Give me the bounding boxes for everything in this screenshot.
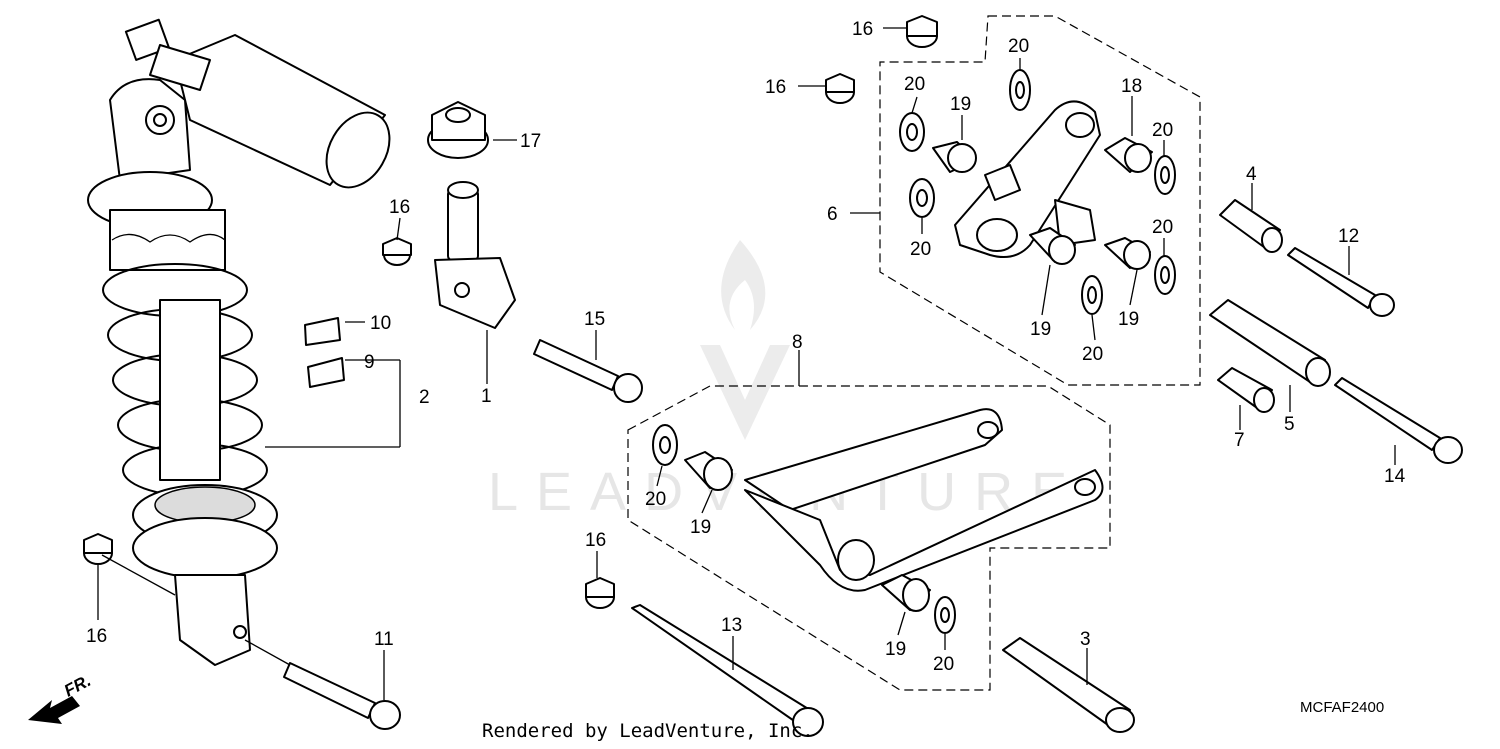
label-19-e: 19 (885, 639, 906, 660)
label-20-f: 20 (1082, 344, 1103, 365)
label-7: 7 (1234, 430, 1245, 451)
shock-absorber (87, 18, 391, 666)
front-label: FR. (61, 671, 94, 701)
pipe-3 (1002, 637, 1135, 733)
front-arrow-icon (28, 696, 80, 724)
collar-4 (1219, 199, 1283, 253)
flange-nut-16-b (825, 73, 855, 104)
label-16-e: 16 (585, 530, 606, 551)
bolt-12 (1287, 247, 1395, 317)
lock-nut-17 (427, 101, 489, 159)
watermark-flame-icon (721, 240, 766, 330)
needle-bearing-19-d (1029, 227, 1076, 265)
footer-credit: Rendered by LeadVenture, Inc. (482, 720, 814, 742)
group-outline-6 (879, 15, 1201, 386)
label-10: 10 (370, 313, 391, 334)
label-2: 2 (419, 387, 430, 408)
needle-bearing-19-e (684, 451, 733, 491)
bolt-15 (533, 339, 643, 403)
needle-bearing-19-b (1104, 137, 1153, 173)
label-20-a: 20 (1008, 36, 1029, 57)
label-20-h: 20 (933, 654, 954, 675)
label-3: 3 (1080, 629, 1091, 650)
diagram-code: MCFAF2400 (1300, 699, 1384, 716)
front-indicator: FR. (28, 671, 94, 724)
watermark-v-icon (700, 345, 790, 440)
needle-bearing-19-c (1104, 237, 1151, 270)
label-9: 9 (364, 352, 375, 373)
bolt-14 (1334, 377, 1463, 464)
label-20-g: 20 (645, 489, 666, 510)
label-16-a: 16 (852, 19, 873, 40)
label-19-d: 19 (690, 517, 711, 538)
label-12: 12 (1338, 226, 1359, 247)
label-20-e: 20 (1152, 217, 1173, 238)
label-19-a: 19 (950, 94, 971, 115)
shock-arm-6 (954, 100, 1101, 258)
label-4: 4 (1246, 164, 1257, 185)
flange-nut-16-a (906, 15, 938, 48)
cushion-rod-8 (744, 408, 1104, 592)
collar-10 (304, 317, 341, 346)
collar-7 (1217, 367, 1275, 413)
leader-lines (97, 27, 1396, 700)
shock-joint-1 (434, 181, 516, 329)
label-14: 14 (1384, 466, 1406, 487)
label-15: 15 (584, 309, 605, 330)
bolt-13 (631, 604, 824, 737)
label-8: 8 (792, 332, 803, 353)
label-16-c: 16 (389, 197, 410, 218)
label-1: 1 (481, 386, 492, 407)
label-16-b: 16 (765, 77, 786, 98)
label-16-d: 16 (86, 626, 107, 647)
label-18: 18 (1121, 76, 1142, 97)
needle-bearing-19-a (932, 141, 977, 173)
bolt-11 (283, 662, 401, 730)
label-6: 6 (827, 204, 838, 225)
needle-bearing-19-f (881, 574, 931, 612)
label-13: 13 (721, 615, 742, 636)
label-19-c: 19 (1118, 309, 1139, 330)
label-20-b: 20 (904, 74, 925, 95)
label-5: 5 (1284, 414, 1295, 435)
label-19-b: 19 (1030, 319, 1051, 340)
label-11: 11 (374, 629, 394, 650)
pipe-5 (1209, 299, 1331, 387)
label-20-d: 20 (910, 239, 931, 260)
seal-20 (652, 69, 1176, 634)
flange-nut-16-d (83, 533, 113, 565)
collar-9 (307, 357, 345, 388)
callout-labels: 1 2 3 4 5 6 7 8 9 10 11 12 13 14 15 16 1… (86, 19, 1406, 675)
flange-nut-16-c (382, 237, 412, 266)
group-outline-8 (627, 385, 1111, 691)
label-20-c: 20 (1152, 120, 1173, 141)
flange-nut-16-e (585, 577, 615, 609)
label-17: 17 (520, 131, 541, 152)
